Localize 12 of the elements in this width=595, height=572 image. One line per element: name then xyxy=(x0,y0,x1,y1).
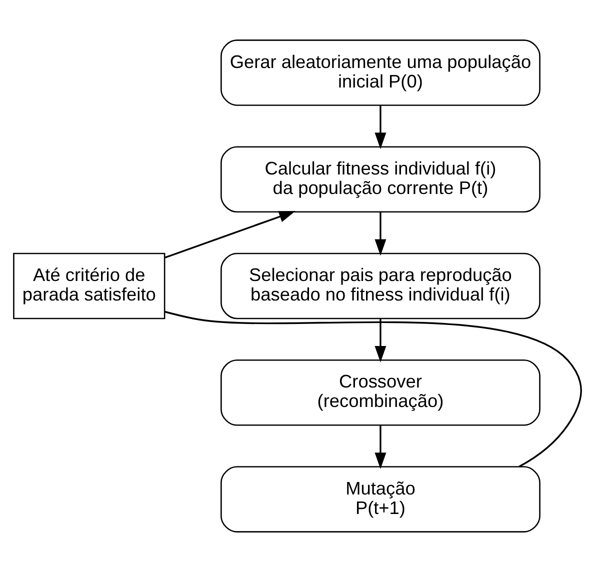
arrow xyxy=(164,211,296,259)
node-box: Gerar aleatoriamente uma população inicial P(0) xyxy=(220,40,540,106)
arrow xyxy=(374,425,386,469)
node-box: Mutação P(t+1) xyxy=(220,466,540,532)
node-box: Selecionar pais para reprodução baseado no fitness individual f(i) xyxy=(220,252,540,320)
arrow xyxy=(374,318,386,362)
arrow xyxy=(374,105,386,150)
node-box: Crossover (recombinação) xyxy=(220,359,540,426)
node-box: Calcular fitness individual f(i) da população corrente P(t) xyxy=(220,146,540,213)
node-box: Até critério de parada satisfeito xyxy=(13,252,166,320)
connector xyxy=(164,310,582,468)
arrow xyxy=(374,212,386,256)
